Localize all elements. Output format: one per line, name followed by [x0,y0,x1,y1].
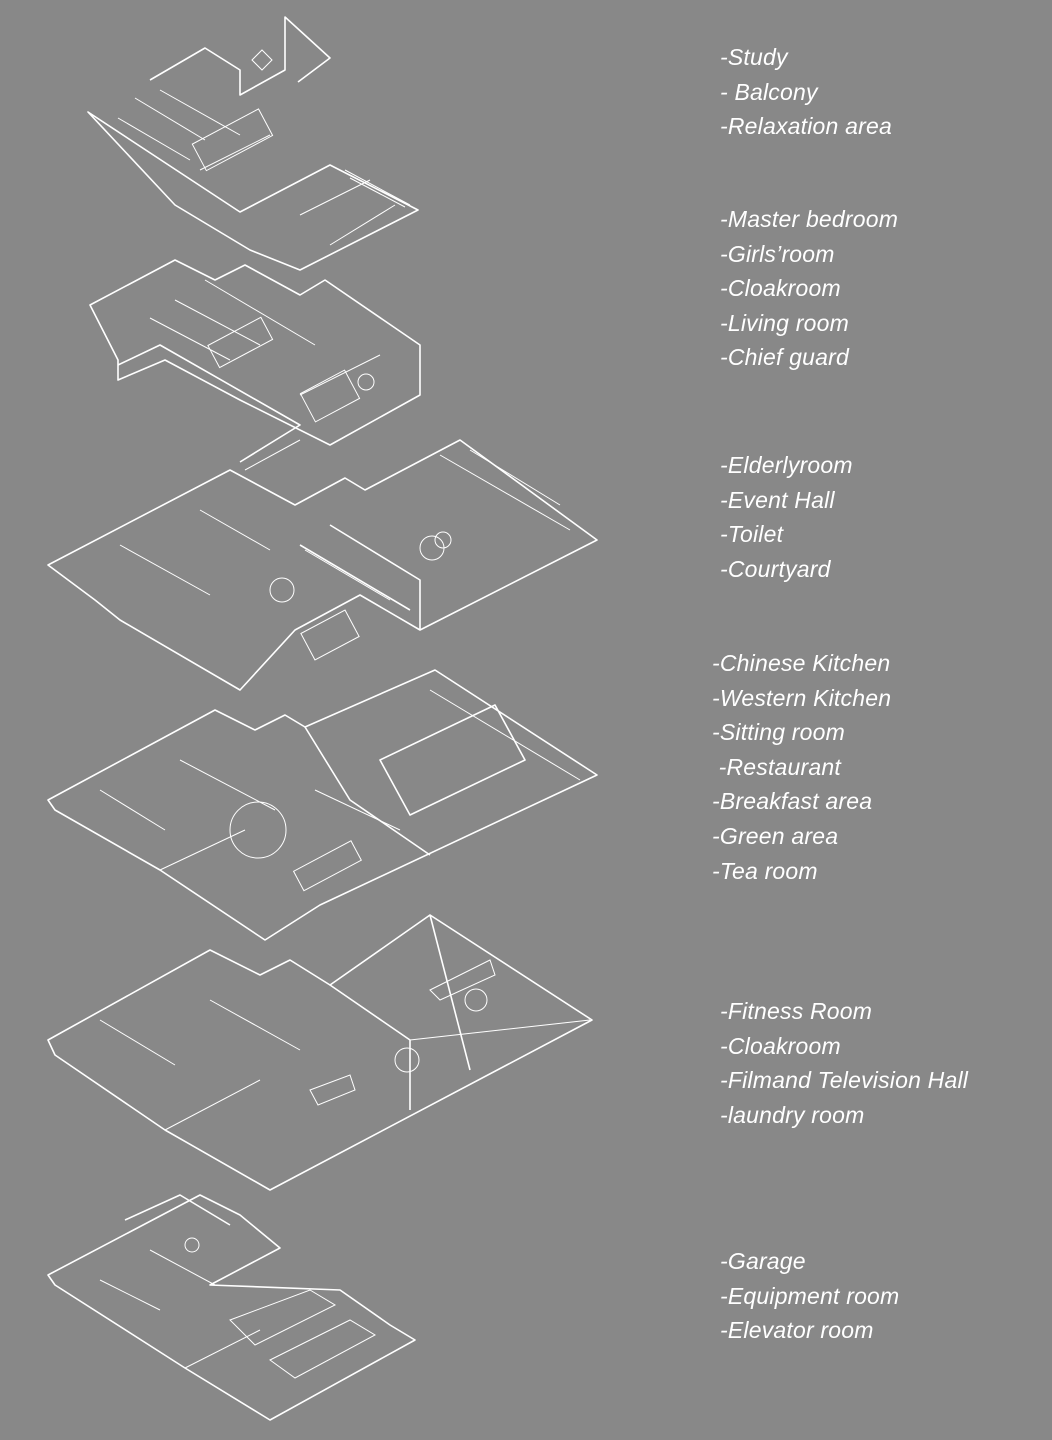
room-label: -Elderlyroom [720,452,853,478]
room-list-garage-level: -Garage -Equipment room -Elevator room [720,1244,899,1348]
room-label: -Sitting room [712,719,845,746]
floor-plan-garage [47,1194,416,1421]
room-label: -Fitness Room [720,998,873,1024]
room-label: -Garage [720,1248,806,1274]
room-label: -Western Kitchen [712,684,892,711]
room-list-third-floor: -Master bedroom -Girls’room -Cloakroom -… [720,202,898,375]
room-label: -Filmand Television Hall [720,1067,969,1094]
room-label: -Elevator room [720,1317,874,1344]
room-label: -Relaxation area [720,113,892,140]
room-label: -Restaurant [712,753,841,780]
room-list-first-floor: -Chinese Kitchen -Western Kitchen -Sitti… [712,646,891,888]
room-label: -Chief guard [720,344,849,371]
floor-plan-roof [87,16,419,271]
room-label: -Equipment room [720,1282,900,1309]
room-list-basement: -Fitness Room -Cloakroom -Filmand Televi… [720,994,968,1132]
floor-plan-third [89,259,421,471]
room-label: -Tea room [712,857,818,884]
room-label: -Green area [712,822,839,849]
room-label: -Toilet [720,521,784,548]
room-list-roof: -Study - Balcony -Relaxation area [720,40,892,144]
room-label: -Cloakroom [720,275,841,302]
floor-plan-basement [47,914,593,1191]
room-list-second-floor: -Elderlyroom -Event Hall -Toilet -Courty… [720,448,853,586]
room-label: -Girls’room [720,240,835,267]
floor-plan-second [47,439,598,691]
room-label: -laundry room [720,1101,865,1128]
room-label: -Chinese Kitchen [712,650,891,676]
floor-plan-first [47,669,598,941]
room-label: -Breakfast area [712,788,873,815]
room-label: -Study [720,44,788,70]
room-label: -Cloakroom [720,1032,841,1059]
room-label: - Balcony [720,78,818,105]
room-label: -Living room [720,309,849,336]
room-label: -Event Hall [720,486,835,513]
room-label: -Courtyard [720,555,831,582]
room-label: -Master bedroom [720,206,899,232]
